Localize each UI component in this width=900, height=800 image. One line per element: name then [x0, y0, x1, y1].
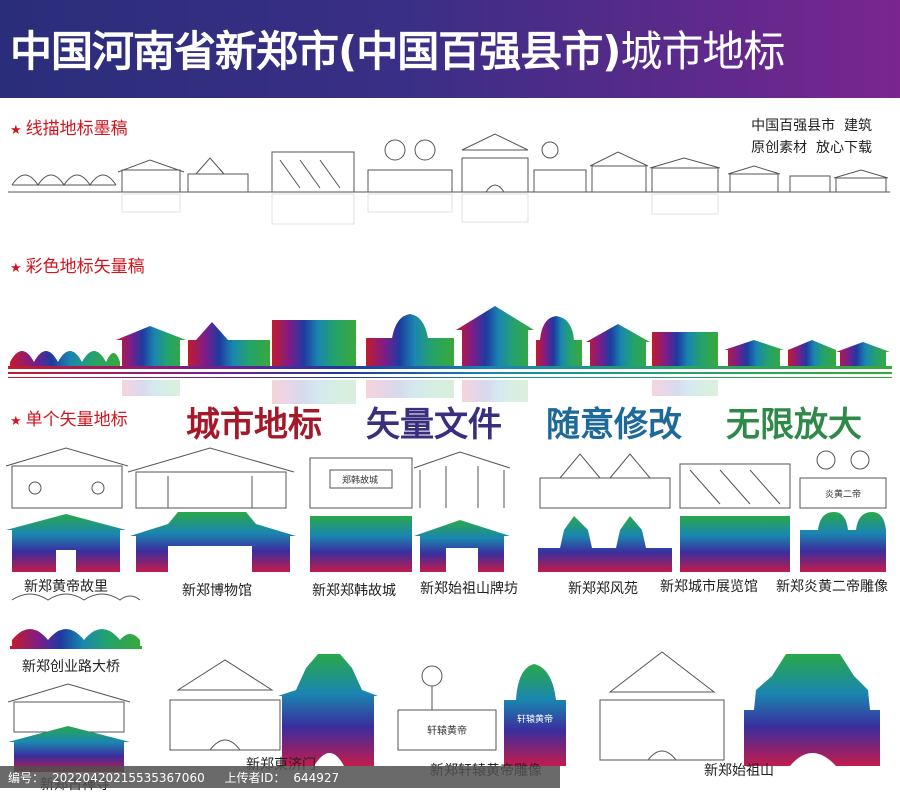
caption-shizushan: 新郑始祖山 — [704, 763, 774, 779]
promo-text: 中国百强县市 建筑 原创素材 放心下载 — [751, 115, 872, 159]
hanzheng-sign: 郑韩故城 — [342, 474, 378, 486]
slogan-2: 矢量文件 — [366, 405, 502, 445]
color-skyline-reflection — [122, 380, 718, 404]
star-icon: ★ — [10, 261, 22, 276]
landmark-lines-row-c — [7, 651, 725, 761]
page-title: 中国河南省新郑市(中国百强县市)城市地标 — [10, 18, 785, 79]
xuanyuan-sign-color: 轩辕黄帝 — [517, 713, 553, 725]
star-icon: ★ — [10, 123, 22, 138]
footer-uploader-value: 644927 — [293, 771, 340, 785]
footer-id-label: 编号： — [8, 771, 45, 785]
promo-line-2: 原创素材 放心下载 — [751, 140, 872, 156]
landmark-colors-row-c — [8, 654, 880, 772]
promo-line-1: 中国百强县市 建筑 — [751, 118, 872, 134]
footer-id: 编号： 20220420215535367060 — [8, 771, 213, 785]
section-label-line: ★线描地标墨稿 — [10, 114, 128, 139]
color-skyline-lines — [8, 366, 892, 378]
footer-uploader-label: 上传者ID： — [224, 771, 286, 785]
caption-yanhuang-statue: 新郑炎黄二帝雕像 — [776, 579, 888, 595]
section-label-single-text: 单个矢量地标 — [25, 410, 128, 430]
page-title-main: 中国河南省新郑市(中国百强县市) — [10, 27, 621, 76]
landmark-colors-row-a — [6, 512, 886, 572]
landmark-lines-row-a — [5, 447, 887, 509]
yanhuang-sign: 炎黄二帝 — [825, 488, 861, 500]
star-icon: ★ — [10, 414, 22, 429]
footer-info: 编号： 20220420215535367060 上传者ID： 644927 — [8, 769, 355, 786]
slogan-1: 城市地标 — [186, 405, 322, 445]
slogan-3: 随意修改 — [546, 405, 682, 445]
section-label-color: ★彩色地标矢量稿 — [10, 252, 145, 277]
footer-uploader: 上传者ID： 644927 — [225, 771, 348, 785]
slogan-4: 无限放大 — [726, 405, 862, 445]
line-skyline-reflection — [121, 193, 719, 225]
caption-museum: 新郑博物馆 — [182, 583, 252, 599]
caption-exhibition-hall: 新郑城市展览馆 — [660, 579, 758, 595]
line-skyline — [8, 133, 890, 193]
landmark-bridge — [10, 593, 142, 649]
color-skyline — [10, 306, 890, 366]
footer-bar — [0, 766, 560, 788]
caption-shizushan-arch: 新郑始祖山牌坊 — [420, 581, 518, 597]
section-label-color-text: 彩色地标矢量稿 — [25, 257, 145, 277]
caption-zhengfeng-garden: 新郑郑风苑 — [568, 581, 638, 597]
section-label-single: ★单个矢量地标 — [10, 405, 128, 430]
page-title-suffix: 城市地标 — [620, 27, 785, 76]
caption-bridge: 新郑创业路大桥 — [22, 659, 120, 675]
caption-zhenghan-city: 新郑郑韩故城 — [312, 583, 396, 599]
title-banner — [0, 0, 900, 98]
xuanyuan-sign: 轩辕黄帝 — [427, 724, 467, 737]
section-label-line-text: 线描地标墨稿 — [25, 119, 128, 139]
caption-huangdi-guli: 新郑黄帝故里 — [24, 579, 108, 595]
footer-id-value: 20220420215535367060 — [52, 771, 205, 785]
